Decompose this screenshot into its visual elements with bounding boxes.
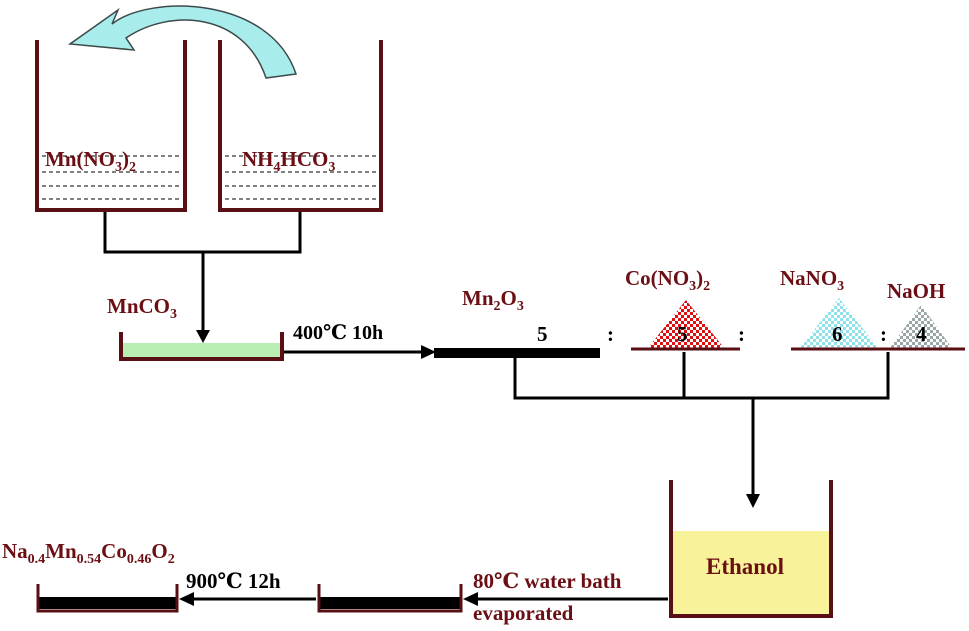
product-powder-bar [38, 597, 176, 609]
product-dish [36, 584, 179, 613]
separator-2: : [738, 322, 745, 346]
step1-label: 400℃ 10h [293, 322, 383, 344]
sodium-nitrate-powder-pile [800, 298, 878, 348]
step3-arrow-head-icon [179, 592, 194, 606]
cobalt-powder-pile [648, 300, 724, 348]
sodium-nitrate-label: NaNO3 [780, 266, 844, 294]
step1-arrow-head-icon [421, 345, 436, 359]
oxide-ratio: 5 [537, 322, 548, 346]
collector-connector [513, 352, 890, 400]
precursor-label: MnCO3 [107, 294, 177, 322]
step2-label-line2: evaporated [473, 601, 574, 625]
naoh-ratio: 4 [916, 322, 927, 346]
to-ethanol-arrow-head-icon [746, 494, 760, 508]
beaker-left-label: Mn(NO3)2 [45, 147, 136, 175]
precursor-dish [119, 332, 284, 361]
precursor-fill [123, 343, 280, 358]
dried-powder-dish [317, 584, 463, 613]
dried-powder-bar [319, 597, 460, 609]
separator-3: : [880, 322, 887, 346]
oxide-bar [434, 348, 600, 358]
merge-connector [103, 212, 302, 254]
cobalt-label: Co(NO3)2 [625, 266, 710, 294]
step3-label: 900℃ 12h [186, 569, 281, 593]
product-formula: Na0.4Mn0.54Co0.46O2 [2, 539, 175, 567]
beaker-right [218, 40, 383, 212]
separator-1: : [607, 322, 614, 346]
naoh-label: NaOH [887, 279, 945, 303]
transfer-arrow-icon [67, 5, 297, 79]
beaker-left [35, 40, 187, 212]
ethanol-fill [673, 531, 829, 615]
beaker-right-label: NH4HCO3 [242, 147, 335, 175]
sodium-nitrate-ratio: 6 [832, 322, 843, 346]
ethanol-label: Ethanol [706, 554, 784, 579]
ethanol-beaker [669, 480, 833, 618]
oxide-label: Mn2O3 [462, 286, 524, 314]
naoh-powder-pile [890, 305, 952, 348]
step2-label-line1: 80℃ water bath [473, 569, 622, 593]
cobalt-ratio: 5 [677, 322, 688, 346]
step2-arrow-head-icon [463, 592, 478, 606]
down-arrow-head-icon [196, 330, 210, 343]
